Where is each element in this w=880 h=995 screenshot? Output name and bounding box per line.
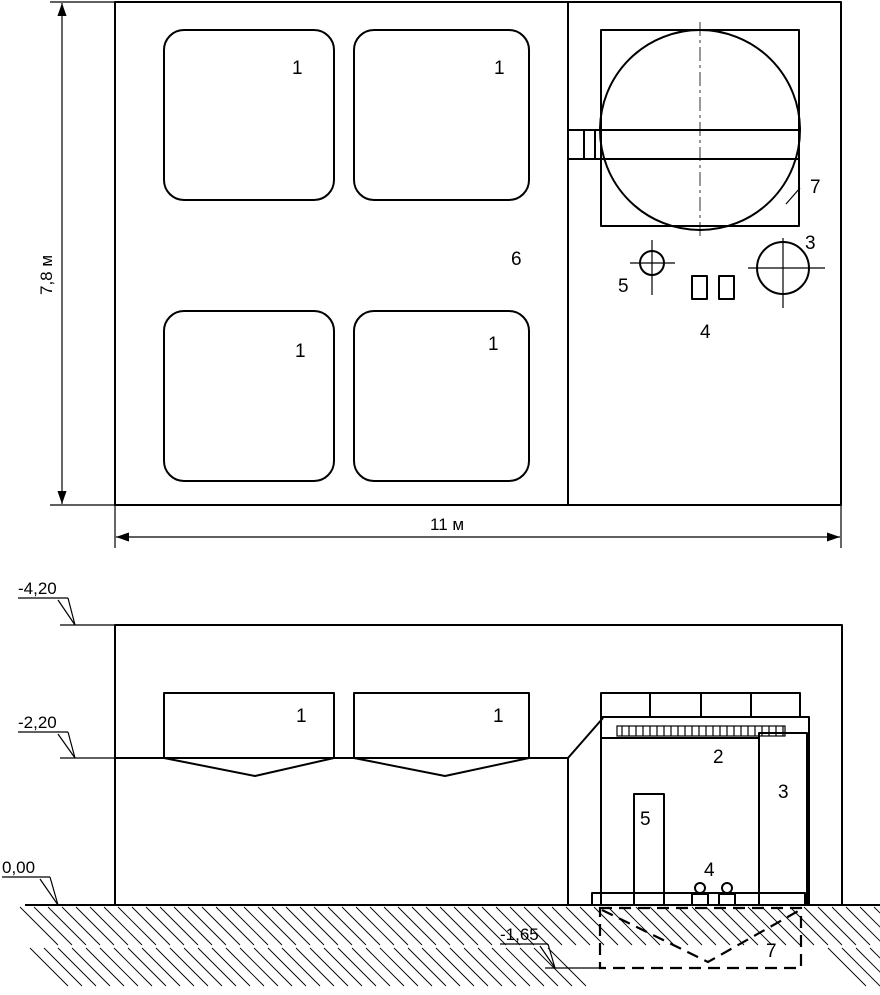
level-mark-top: -4,20 bbox=[18, 579, 115, 625]
plan-basin-2-label: 1 bbox=[494, 58, 505, 79]
plan-pit-label: 7 bbox=[810, 177, 821, 198]
plan-basin-1-label: 1 bbox=[292, 58, 303, 79]
plan-basin-4-label: 1 bbox=[488, 334, 499, 355]
plan-item-4b bbox=[719, 276, 734, 299]
plan-item-5-label: 5 bbox=[618, 276, 629, 297]
plan-basin-1 bbox=[164, 30, 334, 200]
section-basin-2-label: 1 bbox=[493, 706, 504, 727]
section-basin-1 bbox=[164, 693, 334, 758]
section-item-3 bbox=[759, 733, 807, 905]
plan-basin-3 bbox=[164, 311, 334, 481]
section-item-4-label: 4 bbox=[704, 860, 715, 881]
plan-item-4a bbox=[692, 276, 707, 299]
plan-basin-2 bbox=[354, 30, 529, 200]
svg-text:-1,65: -1,65 bbox=[500, 925, 539, 944]
section-item-2-label: 2 bbox=[713, 747, 724, 768]
section-item-5-label: 5 bbox=[640, 809, 651, 830]
plan-outline bbox=[115, 2, 841, 505]
svg-text:-2,20: -2,20 bbox=[18, 713, 57, 732]
plan-item-4-label: 4 bbox=[700, 322, 711, 343]
svg-text:-4,20: -4,20 bbox=[18, 579, 57, 598]
section-pit-label: 7 bbox=[766, 941, 777, 962]
plan-item-3-label: 3 bbox=[805, 233, 816, 254]
width-dimension-label: 11 м bbox=[430, 515, 464, 534]
level-mark-mid: -2,20 bbox=[18, 713, 115, 758]
level-mark-pit: -1,65 bbox=[500, 925, 600, 968]
svg-text:0,00: 0,00 bbox=[2, 858, 35, 877]
section-view: 1 1 2 3 5 4 7 bbox=[2, 579, 880, 986]
section-item-3-label: 3 bbox=[778, 782, 789, 803]
plan-basin-4 bbox=[354, 311, 529, 481]
height-dimension-label: 7,8 м bbox=[37, 255, 56, 295]
plan-basin-3-label: 1 bbox=[295, 341, 306, 362]
section-basin-1-label: 1 bbox=[296, 706, 307, 727]
plan-hall-label: 6 bbox=[511, 249, 522, 270]
plan-view: 1 1 1 1 6 7 5 4 3 7,8 м bbox=[37, 2, 841, 548]
section-building-outline bbox=[115, 625, 842, 905]
level-mark-ground: 0,00 bbox=[2, 858, 58, 905]
ground-hatching bbox=[20, 907, 880, 986]
